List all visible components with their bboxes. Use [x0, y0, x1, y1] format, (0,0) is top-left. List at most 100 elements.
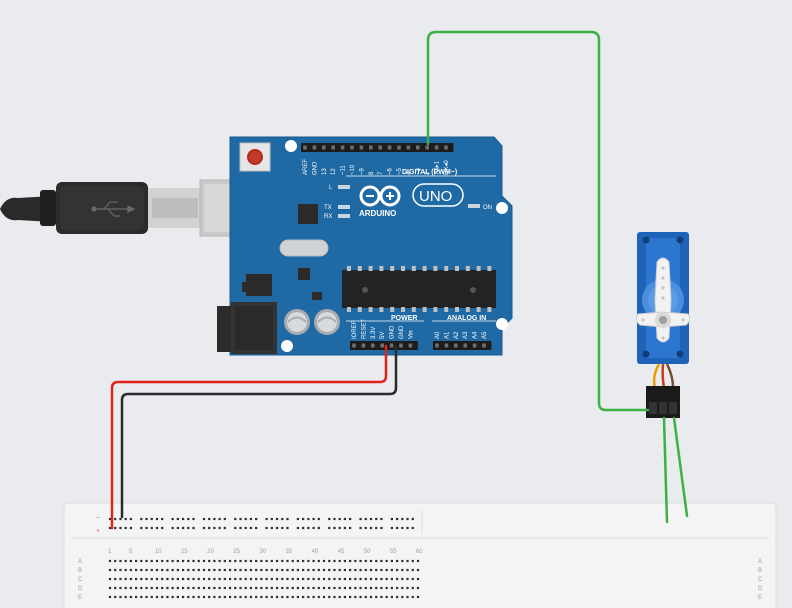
power-pin[interactable]: [380, 343, 384, 348]
strip-hole[interactable]: [291, 559, 294, 563]
strip-hole[interactable]: [307, 568, 310, 572]
strip-hole[interactable]: [108, 586, 112, 590]
strip-hole[interactable]: [208, 559, 211, 563]
strip-hole[interactable]: [108, 577, 112, 581]
strip-hole[interactable]: [390, 586, 393, 590]
rail-hole[interactable]: [343, 526, 346, 530]
strip-hole[interactable]: [380, 586, 383, 590]
strip-hole[interactable]: [286, 577, 289, 581]
strip-hole[interactable]: [275, 586, 279, 590]
power-jack[interactable]: [217, 302, 277, 354]
strip-hole[interactable]: [260, 568, 263, 572]
strip-hole[interactable]: [302, 595, 305, 599]
strip-hole[interactable]: [260, 586, 263, 590]
rail-hole[interactable]: [161, 526, 164, 530]
power-rail-holes[interactable]: [108, 517, 414, 530]
rail-hole[interactable]: [202, 526, 206, 530]
strip-hole[interactable]: [197, 568, 200, 572]
digital-header[interactable]: [301, 143, 454, 152]
strip-hole[interactable]: [396, 595, 399, 599]
rail-hole[interactable]: [396, 517, 399, 521]
strip-hole[interactable]: [176, 586, 179, 590]
rail-hole[interactable]: [286, 517, 289, 521]
strip-hole[interactable]: [343, 559, 346, 563]
strip-hole[interactable]: [181, 577, 185, 581]
strip-hole[interactable]: [369, 568, 373, 572]
strip-hole[interactable]: [338, 568, 341, 572]
strip-hole[interactable]: [364, 559, 367, 563]
strip-hole[interactable]: [312, 568, 315, 572]
strip-hole[interactable]: [364, 595, 367, 599]
strip-hole[interactable]: [234, 577, 237, 581]
analog-pin[interactable]: [482, 343, 486, 348]
strip-hole[interactable]: [129, 568, 132, 572]
wire-green-signal[interactable]: [426, 30, 650, 412]
strip-hole[interactable]: [249, 559, 253, 563]
strip-hole[interactable]: [270, 586, 273, 590]
strip-hole[interactable]: [181, 559, 185, 563]
strip-hole[interactable]: [155, 595, 159, 599]
strip-hole[interactable]: [176, 577, 179, 581]
strip-hole[interactable]: [302, 586, 305, 590]
strip-hole[interactable]: [411, 568, 414, 572]
strip-hole[interactable]: [281, 568, 284, 572]
rail-hole[interactable]: [333, 517, 336, 521]
strip-hole[interactable]: [213, 595, 216, 599]
rail-hole[interactable]: [129, 526, 132, 530]
strip-hole[interactable]: [181, 586, 185, 590]
strip-hole[interactable]: [270, 595, 273, 599]
strip-hole[interactable]: [396, 568, 399, 572]
strip-hole[interactable]: [166, 595, 169, 599]
strip-hole[interactable]: [343, 568, 346, 572]
strip-hole[interactable]: [255, 586, 258, 590]
digital-pin[interactable]: [397, 145, 401, 150]
strip-hole[interactable]: [359, 559, 362, 563]
strip-hole[interactable]: [369, 586, 373, 590]
strip-hole[interactable]: [385, 577, 388, 581]
strip-hole[interactable]: [161, 586, 164, 590]
rail-hole[interactable]: [171, 517, 174, 521]
strip-hole[interactable]: [202, 595, 206, 599]
micro-servo[interactable]: [635, 232, 691, 418]
rail-hole[interactable]: [161, 517, 164, 521]
strip-hole[interactable]: [228, 559, 232, 563]
strip-hole[interactable]: [333, 577, 336, 581]
strip-hole[interactable]: [375, 595, 378, 599]
rail-hole[interactable]: [213, 517, 216, 521]
strip-hole[interactable]: [255, 577, 258, 581]
strip-hole[interactable]: [187, 595, 190, 599]
strip-hole[interactable]: [380, 568, 383, 572]
strip-hole[interactable]: [390, 559, 393, 563]
strip-hole[interactable]: [108, 568, 112, 572]
strip-hole[interactable]: [145, 559, 148, 563]
strip-hole[interactable]: [396, 559, 399, 563]
strip-hole[interactable]: [124, 568, 127, 572]
strip-hole[interactable]: [396, 577, 399, 581]
rail-hole[interactable]: [129, 517, 132, 521]
rail-hole[interactable]: [375, 526, 378, 530]
strip-hole[interactable]: [244, 577, 247, 581]
strip-hole[interactable]: [416, 595, 420, 599]
strip-hole[interactable]: [124, 586, 127, 590]
strip-hole[interactable]: [322, 568, 326, 572]
strip-hole[interactable]: [249, 595, 253, 599]
power-pin[interactable]: [399, 343, 403, 348]
rail-hole[interactable]: [401, 526, 404, 530]
servo-connector[interactable]: [646, 386, 680, 418]
strip-hole[interactable]: [155, 559, 159, 563]
strip-hole[interactable]: [150, 577, 153, 581]
analog-header[interactable]: [433, 341, 492, 350]
strip-hole[interactable]: [249, 568, 253, 572]
strip-hole[interactable]: [197, 559, 200, 563]
strip-hole[interactable]: [338, 595, 341, 599]
strip-hole[interactable]: [129, 577, 132, 581]
strip-hole[interactable]: [208, 595, 211, 599]
rail-hole[interactable]: [176, 517, 179, 521]
strip-hole[interactable]: [385, 595, 388, 599]
rail-hole[interactable]: [265, 526, 268, 530]
strip-hole[interactable]: [208, 568, 211, 572]
strip-hole[interactable]: [328, 577, 331, 581]
strip-hole[interactable]: [416, 559, 420, 563]
rail-hole[interactable]: [155, 517, 159, 521]
